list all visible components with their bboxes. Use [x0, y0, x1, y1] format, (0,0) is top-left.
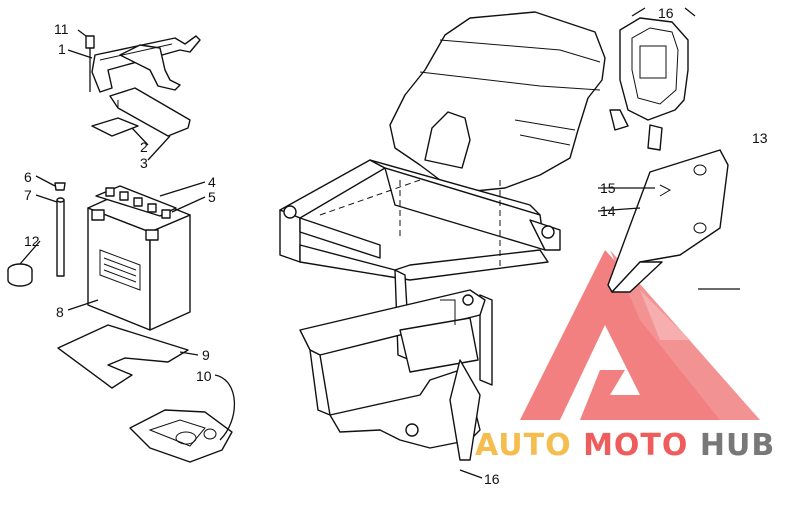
svg-text:AUTO MOTO HUB: AUTO MOTO HUB — [475, 428, 775, 463]
callout-16-bottom: 16 — [484, 471, 500, 487]
seat-cover — [389, 11, 606, 193]
side-panel — [607, 149, 729, 293]
brand-auto: AUTO — [475, 428, 572, 463]
brand-hub: HUB — [700, 428, 775, 463]
callout-14: 14 — [600, 203, 616, 219]
tail-light — [609, 17, 689, 151]
callout-5: 5 — [208, 189, 216, 205]
callout-2: 2 — [140, 139, 148, 155]
battery-mat — [57, 324, 189, 389]
callout-3: 3 — [140, 155, 148, 171]
battery-tray — [129, 409, 233, 463]
callout-labels: 11 1 2 3 4 5 6 7 12 8 9 10 13 15 14 16 1… — [24, 5, 768, 487]
callout-13: 13 — [752, 130, 768, 146]
battery-strap — [91, 35, 201, 93]
callout-9: 9 — [202, 347, 210, 363]
bolt-11 — [85, 35, 95, 92]
watermark-brand: AUTO MOTO HUB — [475, 428, 775, 463]
callout-11: 11 — [54, 21, 69, 37]
callout-16-top: 16 — [658, 5, 674, 21]
callout-7: 7 — [24, 187, 32, 203]
frame — [279, 159, 561, 461]
vent-tube — [56, 197, 65, 277]
vent-cap — [54, 182, 66, 191]
callout-4: 4 — [208, 174, 216, 190]
callout-6: 6 — [24, 169, 32, 185]
triangle-logo-icon — [520, 250, 760, 420]
callout-10: 10 — [196, 368, 212, 384]
callout-12: 12 — [24, 233, 40, 249]
battery-pads — [91, 87, 191, 137]
brand-moto: MOTO — [583, 428, 688, 463]
leader-lines — [19, 7, 740, 479]
callout-1: 1 — [58, 41, 66, 57]
callout-15: 15 — [600, 180, 616, 196]
callout-8: 8 — [56, 304, 64, 320]
hose-clamp — [7, 263, 33, 287]
battery — [87, 185, 191, 331]
